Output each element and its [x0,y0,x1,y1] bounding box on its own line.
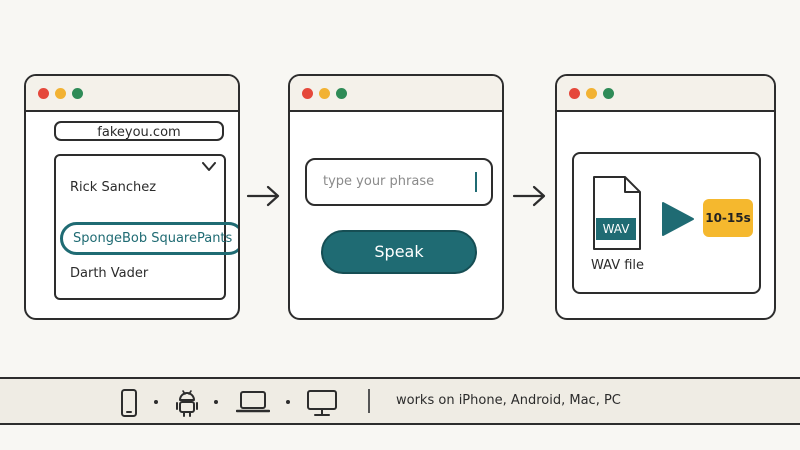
voice-option-darth-vader[interactable]: Darth Vader [70,266,149,281]
voice-option-rick-sanchez[interactable]: Rick Sanchez [70,180,157,195]
separator-dot [286,400,290,404]
minimize-dot-icon[interactable] [319,88,330,99]
voice-dropdown[interactable]: Rick Sanchez SpongeBob SquarePants Darth… [54,154,238,300]
device-footer: works on iPhone, Android, Mac, PC [0,377,800,425]
speak-button[interactable]: Speak [321,230,477,274]
file-icon[interactable] [591,174,643,252]
voice-option-spongebob-selected[interactable]: SpongeBob SquarePants [60,222,238,255]
play-triangle [662,202,694,236]
window-titlebar [290,76,502,112]
file-label: WAV file [591,258,645,273]
text-caret [475,172,477,192]
minimize-dot-icon[interactable] [586,88,597,99]
output-panel: WAV 10-15s WAV file [572,152,761,294]
browser-window-voice-select: fakeyou.com Rick Sanchez SpongeBob Squar… [24,74,240,320]
address-bar[interactable]: fakeyou.com [54,121,224,141]
play-icon[interactable] [660,200,696,238]
wav-file-tag: WAV [596,218,636,240]
phrase-input[interactable]: type your phrase [305,158,493,206]
phone-icon [121,389,137,417]
duration-badge: 10-15s [703,199,753,237]
close-dot-icon[interactable] [302,88,313,99]
minimize-dot-icon[interactable] [55,88,66,99]
laptop-icon [236,391,270,413]
maximize-dot-icon[interactable] [72,88,83,99]
monitor-icon [307,390,337,416]
close-dot-icon[interactable] [569,88,580,99]
window-titlebar [26,76,238,112]
chevron-down-icon[interactable] [202,162,216,172]
window-titlebar [557,76,774,112]
maximize-dot-icon[interactable] [336,88,347,99]
separator-dot [154,400,158,404]
phrase-placeholder: type your phrase [323,174,435,189]
close-dot-icon[interactable] [38,88,49,99]
divider [368,389,370,413]
browser-window-phrase: type your phrase Speak [288,74,504,320]
arrow-right-icon [246,185,280,207]
separator-dot [214,400,218,404]
compatibility-text: works on iPhone, Android, Mac, PC [396,393,621,408]
android-icon [176,390,198,417]
browser-window-output: WAV 10-15s WAV file [555,74,776,320]
arrow-right-icon [512,185,546,207]
maximize-dot-icon[interactable] [603,88,614,99]
